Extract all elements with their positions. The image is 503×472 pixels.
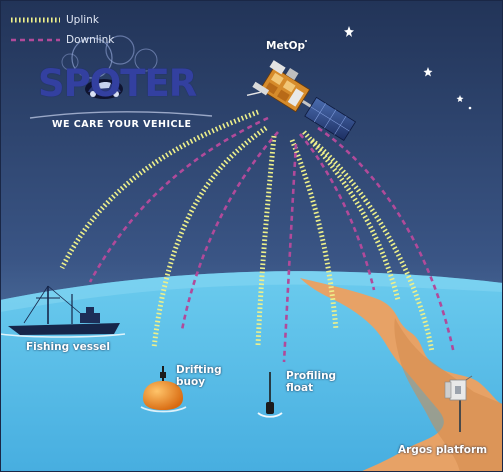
legend-uplink-label: Uplink <box>66 14 99 26</box>
downlink-beam-drifting-buoy <box>180 131 279 331</box>
uplink-beams <box>59 109 435 353</box>
fishing-vessel-label: Fishing vessel <box>26 341 110 353</box>
downlink-beam-profiling-float <box>282 143 298 363</box>
drifting-buoy-icon <box>140 366 187 413</box>
argos-platform-label: Argos platform <box>398 444 488 456</box>
uplink-beam-fishing-vessel <box>59 109 259 270</box>
profiling-float-label: Profiling float <box>286 370 337 394</box>
stars <box>305 26 472 110</box>
spoter-logo <box>29 35 213 119</box>
legend <box>11 17 60 42</box>
logo-wordmark: SPOTER <box>38 62 197 105</box>
argos-platform-icon <box>444 375 473 432</box>
downlink-beam-argos-platform <box>317 126 456 355</box>
satellite-label: MetOp <box>266 40 306 52</box>
downlink-beam-ocean <box>298 133 376 291</box>
car-icon <box>85 79 123 99</box>
drifting-buoy-label: Drifting buoy <box>176 364 222 388</box>
downlink-beam-fishing-vessel <box>88 116 269 283</box>
profiling-float-icon <box>257 372 283 418</box>
uplink-beam-argos-platform-a <box>302 130 401 301</box>
uplink-beam-argos-platform-b <box>310 138 435 353</box>
downlink-beams <box>88 116 456 363</box>
metop-satellite <box>246 60 357 142</box>
uplink-beam-profiling-float <box>255 135 277 346</box>
fishing-vessel-icon <box>0 285 126 338</box>
logo-tagline: WE CARE YOUR VEHICLE <box>52 119 192 130</box>
legend-downlink-label: Downlink <box>66 34 115 46</box>
